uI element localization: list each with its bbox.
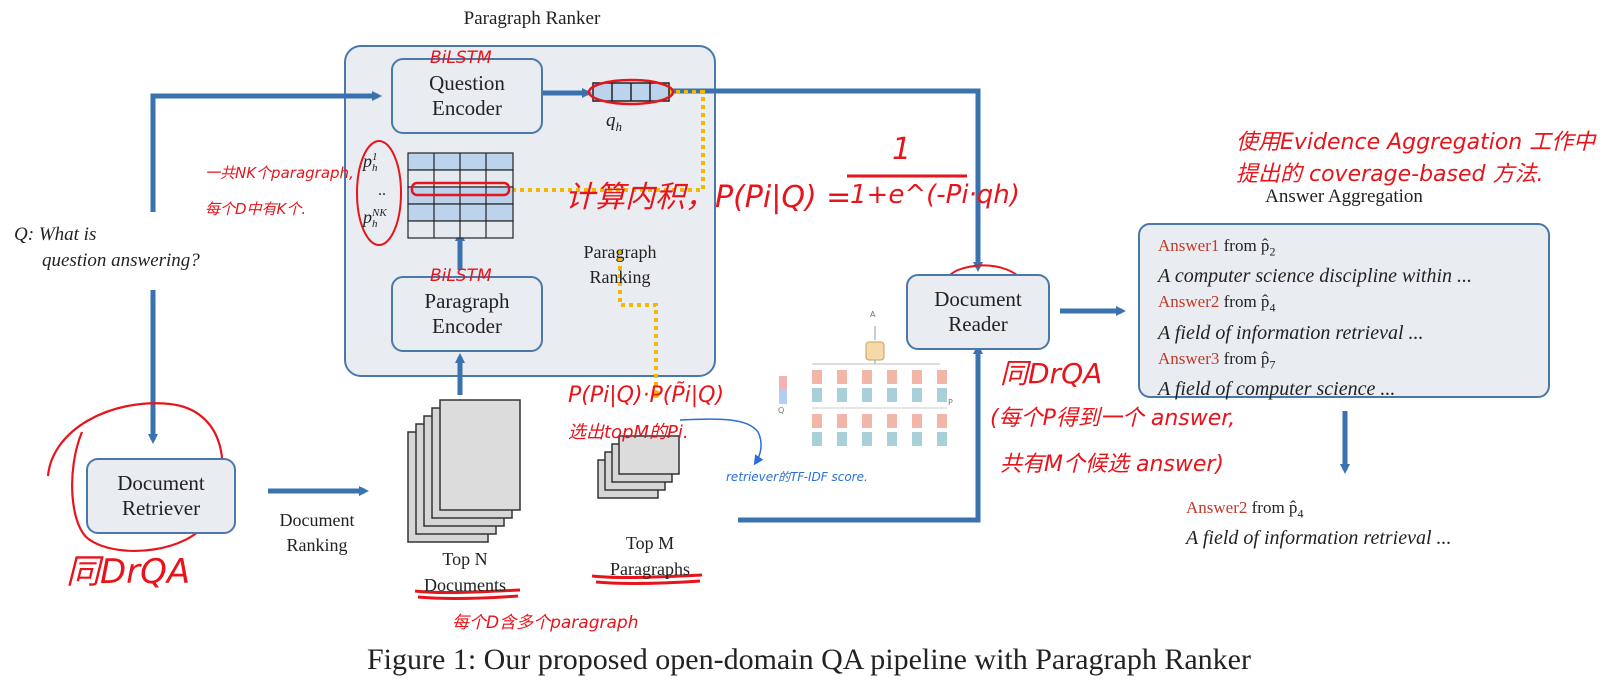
dotted-ranking-path <box>618 250 658 388</box>
answer-1-sub: 2 <box>1269 244 1276 259</box>
ph-dots: .. <box>378 182 386 199</box>
annotation-each-d: 每个D含多个paragraph <box>452 613 639 633</box>
qh-label: qh <box>606 110 622 135</box>
top-m-label: Top M Paragraphs <box>585 530 715 582</box>
top-n-line2: Documents <box>424 575 506 595</box>
final-answer-sub: 4 <box>1297 506 1304 521</box>
ph-top-sup: 1 <box>372 151 378 163</box>
qh-symbol: q <box>606 110 616 131</box>
query-line2: question answering? <box>42 250 200 271</box>
annotation-fraction-num: 1 <box>892 132 912 167</box>
top-n-underline <box>414 588 521 601</box>
paragraph-embedding-grid <box>407 152 514 239</box>
ph-top-sub: h <box>372 162 378 174</box>
top-m-underline <box>591 573 703 586</box>
answer-1-text: A computer science discipline within ... <box>1158 265 1473 288</box>
reader-model-mini-figure <box>779 326 947 446</box>
document-ranking-label: Document Ranking <box>279 510 355 555</box>
document-retriever-label: Document Retriever <box>117 471 205 520</box>
paragraph-encoder-label: Paragraph Encoder <box>424 289 510 338</box>
annotation-same-drqa-left: 同DrQA <box>66 552 191 592</box>
final-answer-header: Answer2 from p̂4 <box>1186 496 1566 525</box>
ph-ellipse <box>356 140 402 246</box>
qh-subscript: h <box>615 118 623 134</box>
annotation-fraction-den: 1+e^(-Pi·qh) <box>850 180 1020 210</box>
answer-aggregation-box <box>1138 223 1550 398</box>
annotation-same-drqa-right: 同DrQA <box>1000 357 1103 390</box>
dotted-qh-path <box>513 90 705 192</box>
answer-item-1: Answer1 from p̂2 <box>1158 234 1548 263</box>
document-reader-label: Document Reader <box>934 287 1022 336</box>
answer-2-label: Answer2 <box>1158 292 1220 312</box>
query-line1: What is <box>38 224 97 245</box>
question-encoder-box: Question Encoder <box>391 58 543 134</box>
annotation-reader-line1: (每个P得到一个 answer, <box>990 406 1236 431</box>
top-n-label: Top N Documents <box>400 546 530 598</box>
final-answer-from: from p̂ <box>1251 498 1298 517</box>
annotation-retriever-note: retriever的TF-IDF score. <box>726 470 868 484</box>
top-n-documents-stack <box>407 399 521 543</box>
answer-aggregation-title: Answer Aggregation <box>1265 186 1423 207</box>
annotation-evidence-line1: 使用Evidence Aggregation 工作中 <box>1236 130 1596 155</box>
answer-2-from: from p̂ <box>1223 292 1270 312</box>
answer-item-3: Answer3 from p̂7 <box>1158 347 1548 376</box>
retriever-note-arrow <box>679 418 764 466</box>
annotation-reader-line2: 共有M个候选 answer) <box>1000 452 1225 477</box>
figure-caption: Figure 1: Our proposed open-domain QA pi… <box>367 643 1251 676</box>
paragraphs-to-reader-arrow <box>738 344 983 523</box>
qh-vector <box>587 78 675 106</box>
top-m-paragraphs-stack <box>597 435 680 499</box>
ph-bottom-sup: NK <box>372 207 387 219</box>
query-to-encoder-arrow <box>150 91 382 212</box>
query-prefix: Q: <box>14 224 35 245</box>
annotation-inner-product: 计算内积，P(Pi|Q) = <box>565 180 852 215</box>
top-m-line2: Paragraphs <box>610 559 690 579</box>
paragraph-encoder-box: Paragraph Encoder <box>391 276 543 352</box>
paragraph-ranker-title: Paragraph Ranker <box>463 8 601 29</box>
answer-2-text: A field of information retrieval ... <box>1158 321 1424 344</box>
top-m-line1: Top M <box>625 533 675 553</box>
answer-1-from: from p̂ <box>1223 236 1270 255</box>
question-encoder-label: Question Encoder <box>429 71 505 120</box>
annotation-nk-line1: 一共NK个paragraph, <box>205 164 354 182</box>
annotation-bilstm-bottom: BiLSTM <box>430 266 492 286</box>
paragraph-ranking-label: Paragraph Ranking <box>583 242 657 287</box>
annotation-evidence-line2: 提出的 coverage-based 方法. <box>1236 162 1544 187</box>
query-text: Q: What is question answering? <box>14 222 200 274</box>
final-answer-text: A field of information retrieval ... <box>1186 527 1452 550</box>
qh-to-reader-arrow <box>672 88 983 272</box>
document-retriever-box: Document Retriever <box>86 458 236 534</box>
answer-3-text: A field of computer science ... <box>1158 378 1396 401</box>
final-answer: Answer2 from p̂4 A field of information … <box>1186 496 1566 552</box>
ph-bottom-sub: h <box>372 218 378 230</box>
ph-top-symbol: p <box>363 151 372 172</box>
annotation-p-prob: P(Pi|Q)·P(P̃i|Q) <box>568 383 725 408</box>
final-answer-label: Answer2 <box>1186 498 1248 517</box>
annotation-nk-line2: 每个D中有K个. <box>205 200 307 218</box>
answer-item-2: Answer2 from p̂4 <box>1158 290 1548 319</box>
answer-2-sub: 4 <box>1269 300 1276 315</box>
annotation-bilstm-top: BiLSTM <box>430 48 492 68</box>
answer-3-from: from p̂ <box>1223 348 1270 368</box>
answer-3-label: Answer3 <box>1158 348 1220 368</box>
top-n-line1: Top N <box>442 549 488 569</box>
document-reader-box: Document Reader <box>906 274 1050 350</box>
prob-dot <box>652 390 660 398</box>
annotation-select-topm: 选出topM的Pi. <box>568 422 689 443</box>
answer-1-label: Answer1 <box>1158 236 1220 255</box>
mini-fig-p: P <box>948 398 953 407</box>
answer-list: Answer1 from p̂2 A computer science disc… <box>1158 234 1548 403</box>
mini-fig-q: Q <box>778 406 785 415</box>
answer-3-sub: 7 <box>1269 357 1276 372</box>
ph-bottom-symbol: p <box>363 207 372 228</box>
mini-fig-a: A <box>870 310 876 319</box>
